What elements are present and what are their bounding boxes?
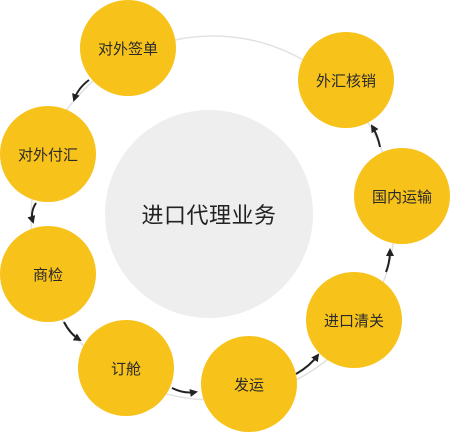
step-node-5[interactable]: 发运 (201, 336, 297, 432)
step-node-4[interactable]: 订舱 (78, 320, 174, 416)
step-label: 订舱 (110, 359, 141, 378)
step-label: 商检 (32, 265, 63, 284)
center-title: 进口代理业务 (141, 204, 277, 229)
step-label: 国内运输 (371, 187, 432, 206)
arrow-step2-to-step3 (27, 202, 37, 224)
step-node-3[interactable]: 商检 (0, 226, 96, 322)
step-label: 进口清关 (323, 311, 384, 330)
arrow-step3-to-step4 (63, 321, 82, 342)
step-node-8[interactable]: 外汇核销 (298, 32, 394, 128)
step-node-6[interactable]: 进口清关 (306, 272, 402, 368)
step-node-1[interactable]: 对外签单 (80, 0, 176, 96)
step-label: 发运 (233, 375, 264, 394)
center-circle: 进口代理业务 (105, 110, 313, 318)
arrow-step4-to-step5 (171, 387, 198, 397)
step-node-2[interactable]: 对外付汇 (0, 106, 96, 202)
step-label: 对外签单 (97, 39, 158, 58)
step-node-7[interactable]: 国内运输 (354, 148, 450, 244)
arrow-step1-to-step2 (72, 79, 90, 102)
step-label: 外汇核销 (315, 71, 376, 90)
arrow-step6-to-step7 (385, 248, 394, 273)
arrow-step5-to-step6 (295, 353, 320, 375)
arrow-step7-to-step8 (370, 124, 381, 148)
step-label: 对外付汇 (17, 145, 78, 164)
